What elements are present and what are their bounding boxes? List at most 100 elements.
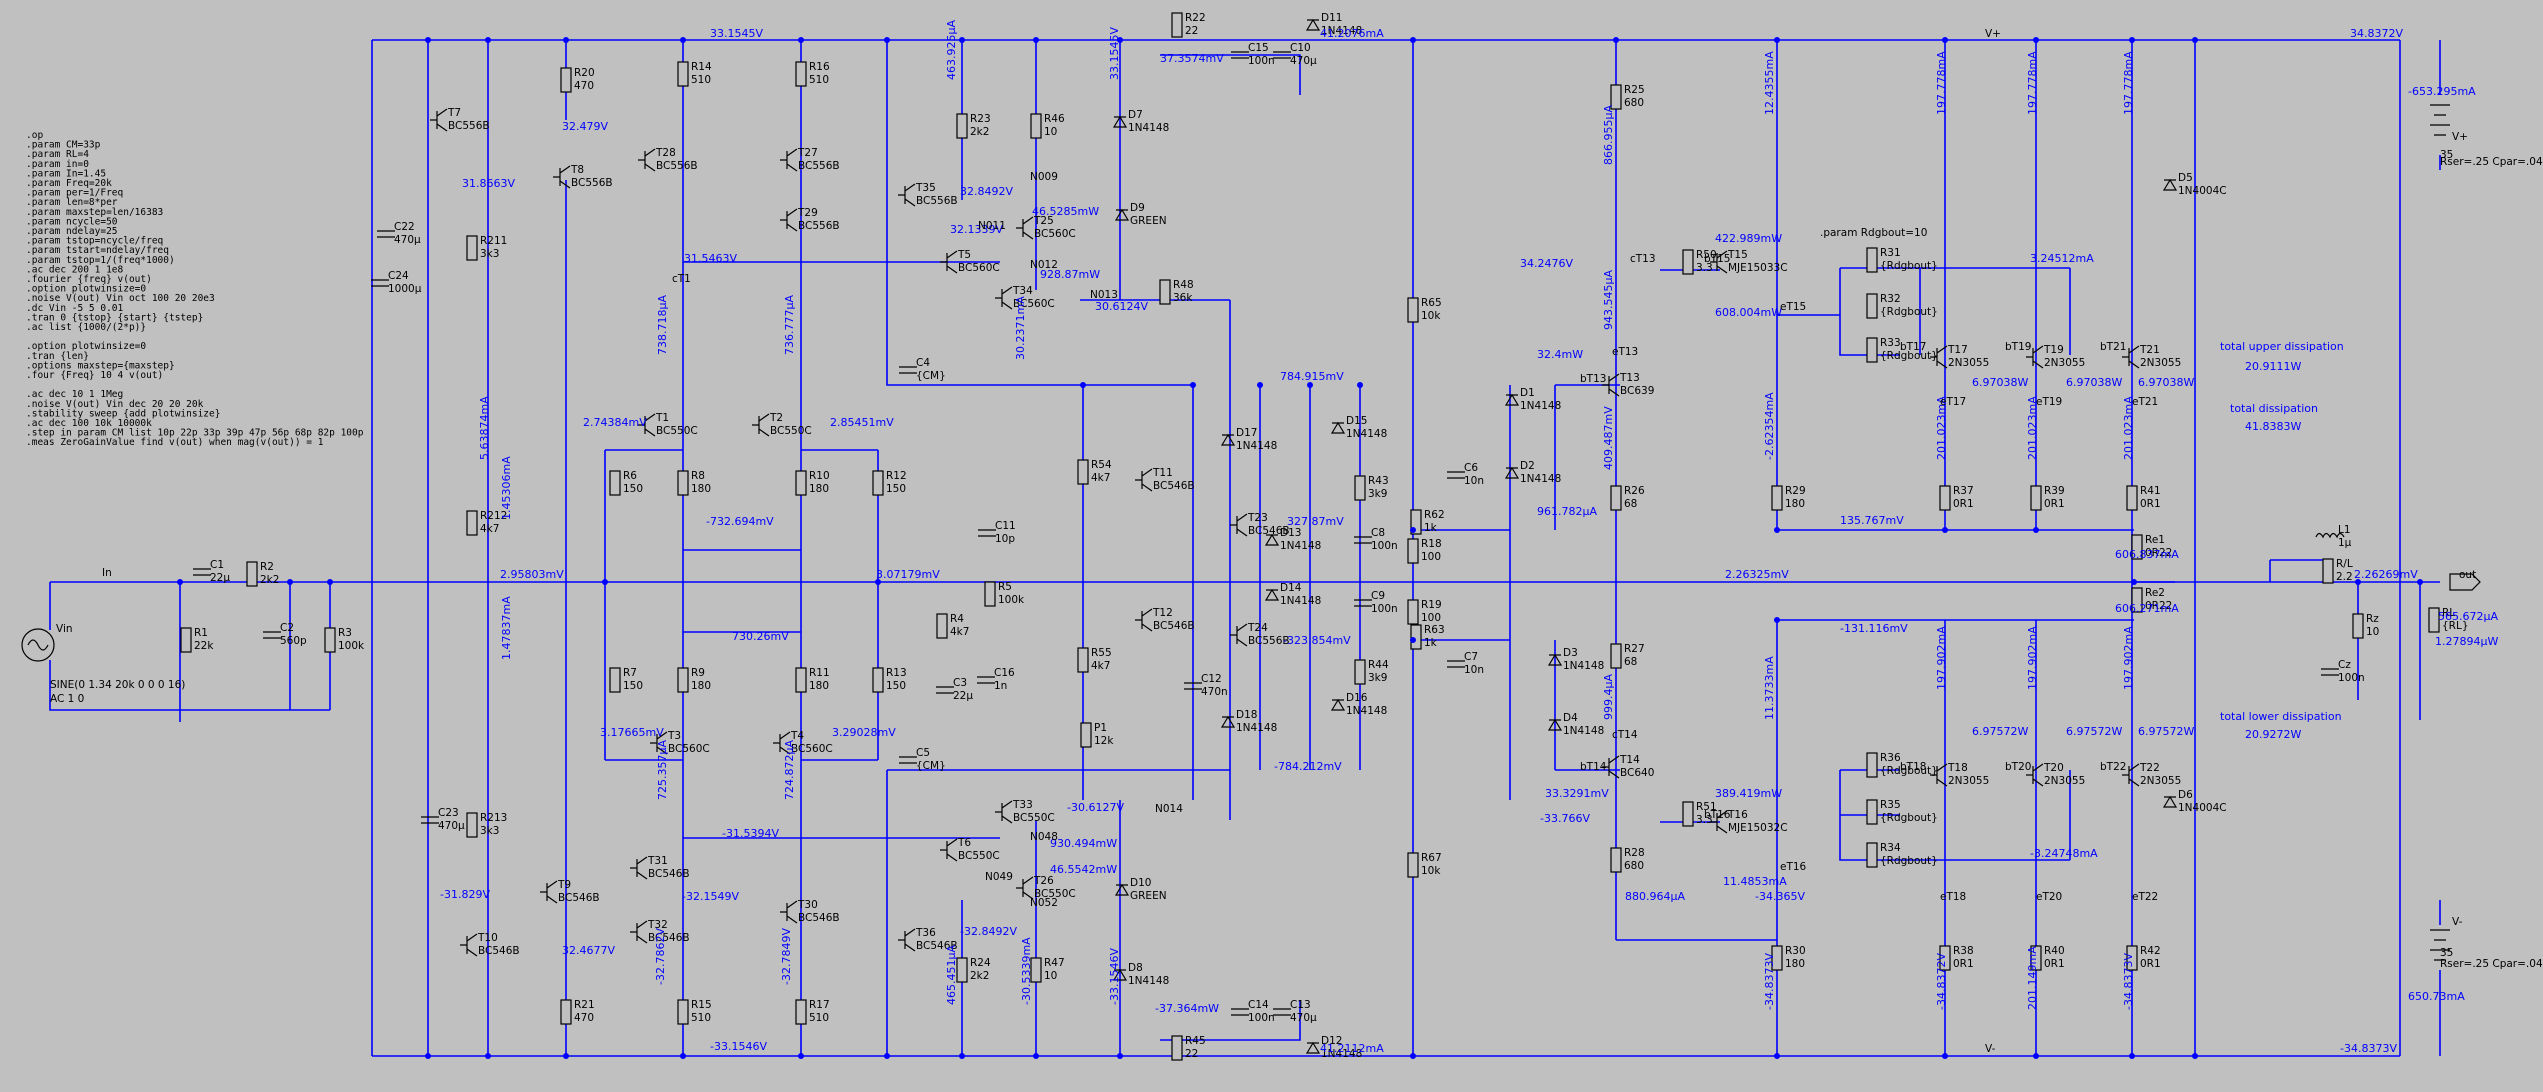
component-c4[interactable]: C4{CM} [899,357,946,382]
component-c5[interactable]: C5{CM} [899,747,946,772]
component-r36[interactable]: R36{Rdgbout} [1866,752,1938,778]
component-r35[interactable]: R35{Rdgbout} [1866,799,1938,825]
component-r32[interactable]: R32{Rdgbout} [1866,293,1938,319]
component-r34[interactable]: R34{Rdgbout} [1866,842,1938,868]
component-r33[interactable]: R33{Rdgbout} [1866,337,1938,363]
input-source[interactable]: Vin SINE(0 1.34 20k 0 0 0 16) AC 1 0 [21,623,185,705]
component-r31[interactable]: R31{Rdgbout} [1866,247,1938,273]
component-rl[interactable]: RL{RL} [2428,607,2469,633]
